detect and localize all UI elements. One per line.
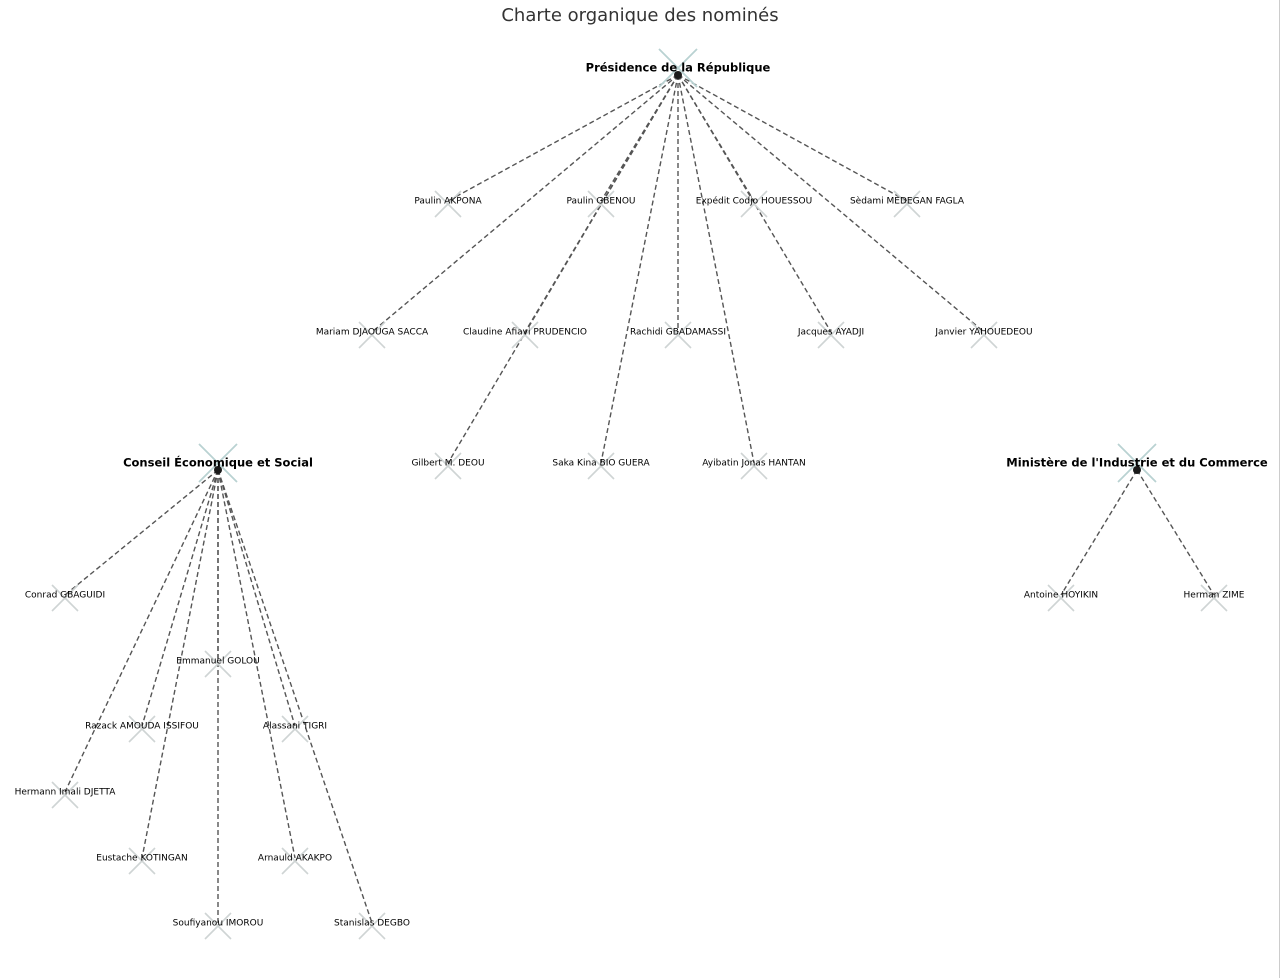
x-cross-icon bbox=[970, 321, 998, 349]
x-cross-icon bbox=[1047, 584, 1075, 612]
labels-layer: Paulin AKPONA Paulin GBENOU Expédit Codjo … bbox=[15, 61, 1268, 929]
edge-presidence-de-la-republique-to-jacques-ayadji bbox=[677, 74, 832, 333]
x-cross-icon bbox=[358, 321, 386, 349]
x-cross-icon bbox=[434, 190, 462, 218]
x-cross-icon bbox=[1117, 443, 1157, 483]
x-cross-icon bbox=[893, 190, 921, 218]
edge-conseil-economique-et-social-to-razack-amouda-issifou bbox=[141, 469, 219, 727]
node-label-saka-kina-bio-guera: Saka Kina BIO GUERA bbox=[552, 459, 650, 469]
node-label-alassani-tigri: Alassani TIGRI bbox=[263, 722, 327, 732]
node-label-eustache-kotingan: Eustache KOTINGAN bbox=[96, 854, 187, 864]
edge-conseil-economique-et-social-to-alassani-tigri bbox=[217, 469, 296, 727]
hub-dot-icon bbox=[214, 466, 222, 474]
node-label-soufiyanou-imorou: Soufiyanou IMOROU bbox=[173, 919, 264, 929]
x-cross-icon bbox=[740, 452, 768, 480]
edge-presidence-de-la-republique-to-janvier-yahouedeou bbox=[677, 74, 985, 333]
node-label-emmanuel-golou: Emmanuel GOLOU bbox=[176, 657, 259, 667]
edge-conseil-economique-et-social-to-hermann-imali-djetta bbox=[64, 469, 219, 793]
x-cross-icon bbox=[740, 190, 768, 218]
edge-presidence-de-la-republique-to-gilbert-m-deou bbox=[447, 74, 679, 464]
edge-presidence-de-la-republique-to-paulin-akpona bbox=[447, 74, 679, 202]
edge-ministere-de-l-industrie-et-du-commerce-to-antoine-hoyikin bbox=[1060, 469, 1138, 596]
edge-presidence-de-la-republique-to-saka-kina-bio-guera bbox=[600, 74, 679, 464]
node-label-paulin-akpona: Paulin AKPONA bbox=[414, 197, 482, 207]
x-cross-icon bbox=[358, 912, 386, 940]
x-cross-icon bbox=[281, 847, 309, 875]
x-cross-icon bbox=[587, 452, 615, 480]
node-label-hermann-imali-djetta: Hermann Imali DJETTA bbox=[15, 788, 117, 798]
node-label-arnauld-akakpo: Arnauld AKAKPO bbox=[258, 854, 332, 864]
node-label-antoine-hoyikin: Antoine HOYIKIN bbox=[1024, 591, 1098, 601]
hub-dot-icon bbox=[674, 71, 682, 79]
edge-presidence-de-la-republique-to-sedami-medegan-fagla bbox=[677, 74, 908, 202]
node-label-razack-amouda-issifou: Razack AMOUDA ISSIFOU bbox=[85, 722, 199, 732]
x-cross-icon bbox=[658, 48, 698, 88]
x-cross-icon bbox=[511, 321, 539, 349]
root-label-ministere-de-l-industrie-et-du-commerce: Ministère de l'Industrie et du Commerce bbox=[1006, 456, 1268, 470]
x-cross-icon bbox=[204, 912, 232, 940]
x-cross-icon bbox=[587, 190, 615, 218]
node-label-sedami-medegan-fagla: Sèdami MEDEGAN FAGLA bbox=[850, 196, 965, 207]
x-cross-icon bbox=[434, 452, 462, 480]
markers-layer bbox=[51, 48, 1228, 940]
edge-presidence-de-la-republique-to-paulin-gbenou bbox=[600, 74, 679, 202]
x-cross-icon bbox=[198, 443, 238, 483]
x-cross-icon bbox=[1200, 584, 1228, 612]
chart-title: Charte organique des nominés bbox=[501, 5, 779, 26]
edge-conseil-economique-et-social-to-conrad-gbaguidi bbox=[64, 469, 219, 596]
edge-conseil-economique-et-social-to-eustache-kotingan bbox=[141, 469, 219, 859]
node-label-jacques-ayadji: Jacques AYADJI bbox=[797, 328, 864, 338]
root-label-conseil-economique-et-social: Conseil Économique et Social bbox=[123, 455, 313, 470]
node-label-ayibatin-jonas-hantan: Ayibatin Jonas HANTAN bbox=[702, 459, 805, 469]
node-label-paulin-gbenou: Paulin GBENOU bbox=[566, 197, 635, 207]
x-cross-icon bbox=[51, 781, 79, 809]
node-label-stanislas-degbo: Stanislas DEGBO bbox=[334, 919, 410, 929]
node-label-rachidi-gbadamassi: Rachidi GBADAMASSI bbox=[630, 328, 726, 338]
x-cross-icon bbox=[204, 650, 232, 678]
edges-layer bbox=[64, 74, 1215, 924]
x-cross-icon bbox=[664, 321, 692, 349]
node-label-herman-zime: Herman ZIME bbox=[1184, 591, 1245, 601]
x-cross-icon bbox=[817, 321, 845, 349]
x-cross-icon bbox=[128, 847, 156, 875]
edge-ministere-de-l-industrie-et-du-commerce-to-herman-zime bbox=[1136, 469, 1215, 596]
root-label-presidence-de-la-republique: Présidence de la République bbox=[586, 61, 771, 75]
node-label-claudine-afiavi-prudencio: Claudine Afiavi PRUDENCIO bbox=[463, 328, 587, 338]
hub-dot-icon bbox=[1133, 466, 1141, 474]
node-label-mariam-djaouga-sacca: Mariam DJAOUGA SACCA bbox=[316, 328, 429, 338]
node-label-conrad-gbaguidi: Conrad GBAGUIDI bbox=[25, 591, 105, 601]
node-label-gilbert-m-deou: Gilbert M. DEOU bbox=[411, 459, 484, 469]
x-cross-icon bbox=[128, 715, 156, 743]
node-label-janvier-yahouedeou: Janvier YAHOUEDEOU bbox=[934, 328, 1032, 338]
edge-conseil-economique-et-social-to-arnauld-akakpo bbox=[217, 469, 296, 859]
x-cross-icon bbox=[51, 584, 79, 612]
edge-presidence-de-la-republique-to-mariam-djaouga-sacca bbox=[371, 74, 679, 333]
node-label-expedit-codjo-houessou: Expédit Codjo HOUESSOU bbox=[696, 196, 812, 207]
edge-presidence-de-la-republique-to-ayibatin-jonas-hantan bbox=[677, 74, 755, 464]
x-cross-icon bbox=[281, 715, 309, 743]
